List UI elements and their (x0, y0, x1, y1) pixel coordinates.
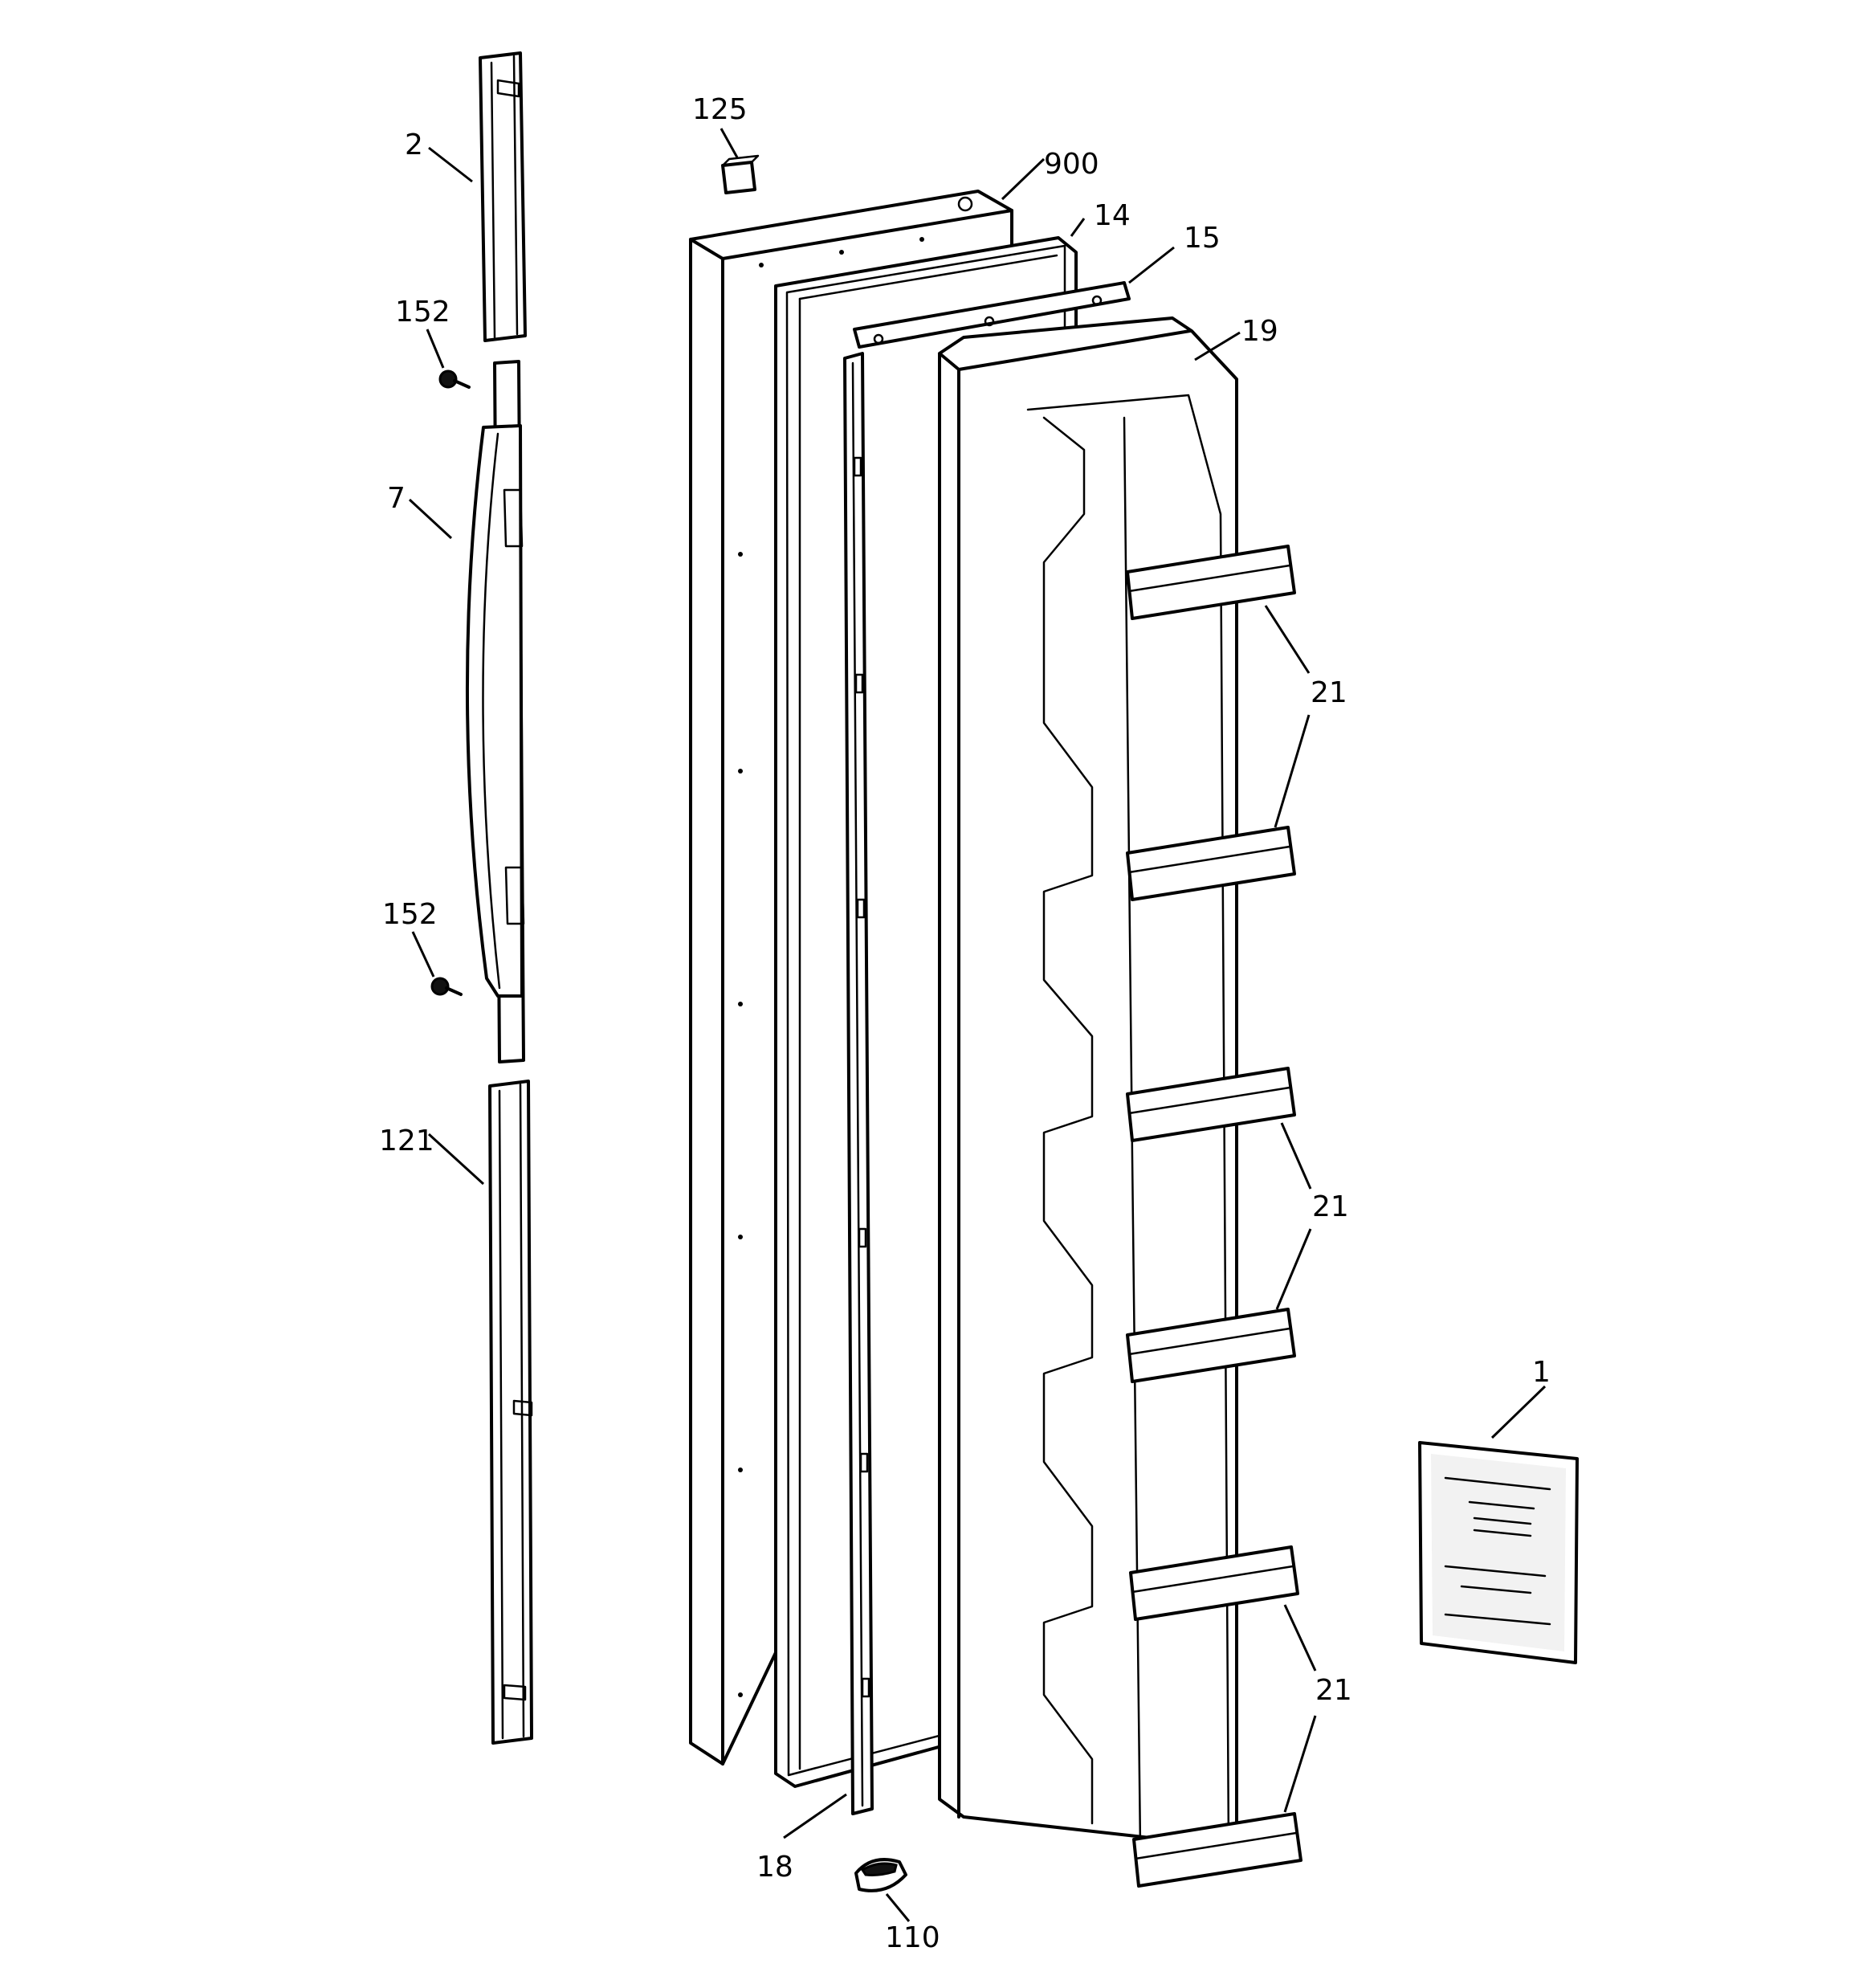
part-125-plug (721, 154, 760, 194)
callout-18: 18 (756, 1851, 793, 1884)
callout-21-middle: 21 (1312, 1190, 1349, 1223)
part-1-manual (1418, 1441, 1579, 1664)
part-21-shelf-bar-4 (1126, 1308, 1296, 1383)
part-110-cap (854, 1858, 907, 1892)
callout-152-bottom: 152 (382, 898, 438, 931)
part-2-top-trim (479, 51, 527, 342)
callout-1: 1 (1532, 1356, 1551, 1389)
callout-2: 2 (405, 129, 423, 161)
callout-152-top: 152 (395, 296, 450, 329)
part-21-shelf-bar-3 (1126, 1067, 1296, 1142)
part-19-door-liner (938, 316, 1238, 1849)
part-21-shelf-bar-6 (1132, 1812, 1302, 1888)
part-152-screw-top (438, 369, 471, 389)
part-15-top-strip (853, 281, 1131, 349)
callout-14: 14 (1094, 199, 1131, 232)
part-121-bottom-trim (488, 1080, 533, 1745)
callout-15: 15 (1184, 222, 1221, 255)
part-21-shelf-bar-5 (1129, 1545, 1299, 1621)
callout-110: 110 (885, 1921, 940, 1954)
part-152-screw-bottom (430, 977, 463, 996)
part-7-handle (465, 360, 525, 1063)
callout-121: 121 (379, 1125, 434, 1157)
leader-lines (408, 128, 1547, 1922)
part-18-side-strip (843, 352, 874, 1815)
callouts: 2 152 7 152 121 125 900 14 15 19 21 21 2… (379, 93, 1551, 1954)
callout-21-top: 21 (1311, 676, 1347, 709)
part-21-shelf-bar-1 (1126, 545, 1296, 620)
callout-125: 125 (692, 93, 748, 126)
callout-21-bottom: 21 (1315, 1674, 1352, 1707)
callout-7: 7 (387, 482, 406, 515)
callout-900: 900 (1044, 148, 1099, 181)
callout-19: 19 (1241, 315, 1278, 348)
part-21-shelf-bar-2 (1126, 826, 1296, 901)
